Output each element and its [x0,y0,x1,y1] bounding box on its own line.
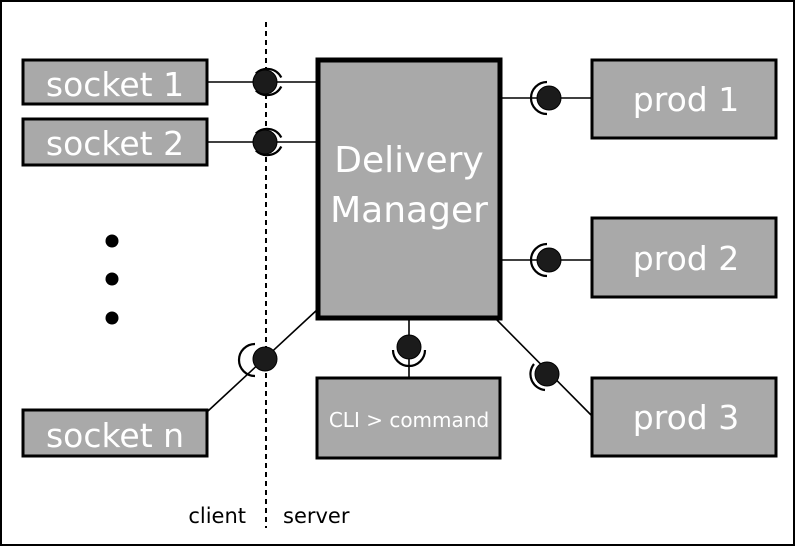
prod-1-label: prod 1 [633,80,739,119]
delivery-manager-box: Delivery Manager [315,57,503,321]
prod-2-label: prod 2 [633,239,739,278]
prod-box-3: prod 3 [590,376,778,458]
socket-box-n: socket n [21,408,209,458]
ellipsis-dot [105,311,119,325]
prod-box-1: prod 1 [590,58,778,140]
prod-3-label: prod 3 [633,398,739,437]
connector-prod-3 [529,361,560,392]
connector-prod-2 [529,242,562,278]
socket-n-label: socket n [46,416,184,455]
ellipsis-dot [105,234,119,248]
delivery-manager-label-line-1: Delivery [334,140,483,181]
ellipsis-dot [105,272,119,286]
connector-socket-2 [252,127,283,157]
connector-socket-1 [252,67,283,97]
socket-box-1: socket 1 [21,58,209,106]
socket-2-label: socket 2 [46,124,184,163]
client-zone-label: client [188,504,246,528]
socket-1-label: socket 1 [46,65,184,104]
connector-socket-n [237,342,278,378]
delivery-manager-label-line-2: Manager [330,190,488,231]
server-zone-label: server [283,504,350,528]
connector-cli [391,334,427,368]
cli-box: CLI > command [315,376,502,460]
prod-box-2: prod 2 [590,216,778,299]
cli-label: CLI > command [329,408,489,432]
socket-box-2: socket 2 [21,117,209,167]
connector-prod-1 [529,80,562,116]
